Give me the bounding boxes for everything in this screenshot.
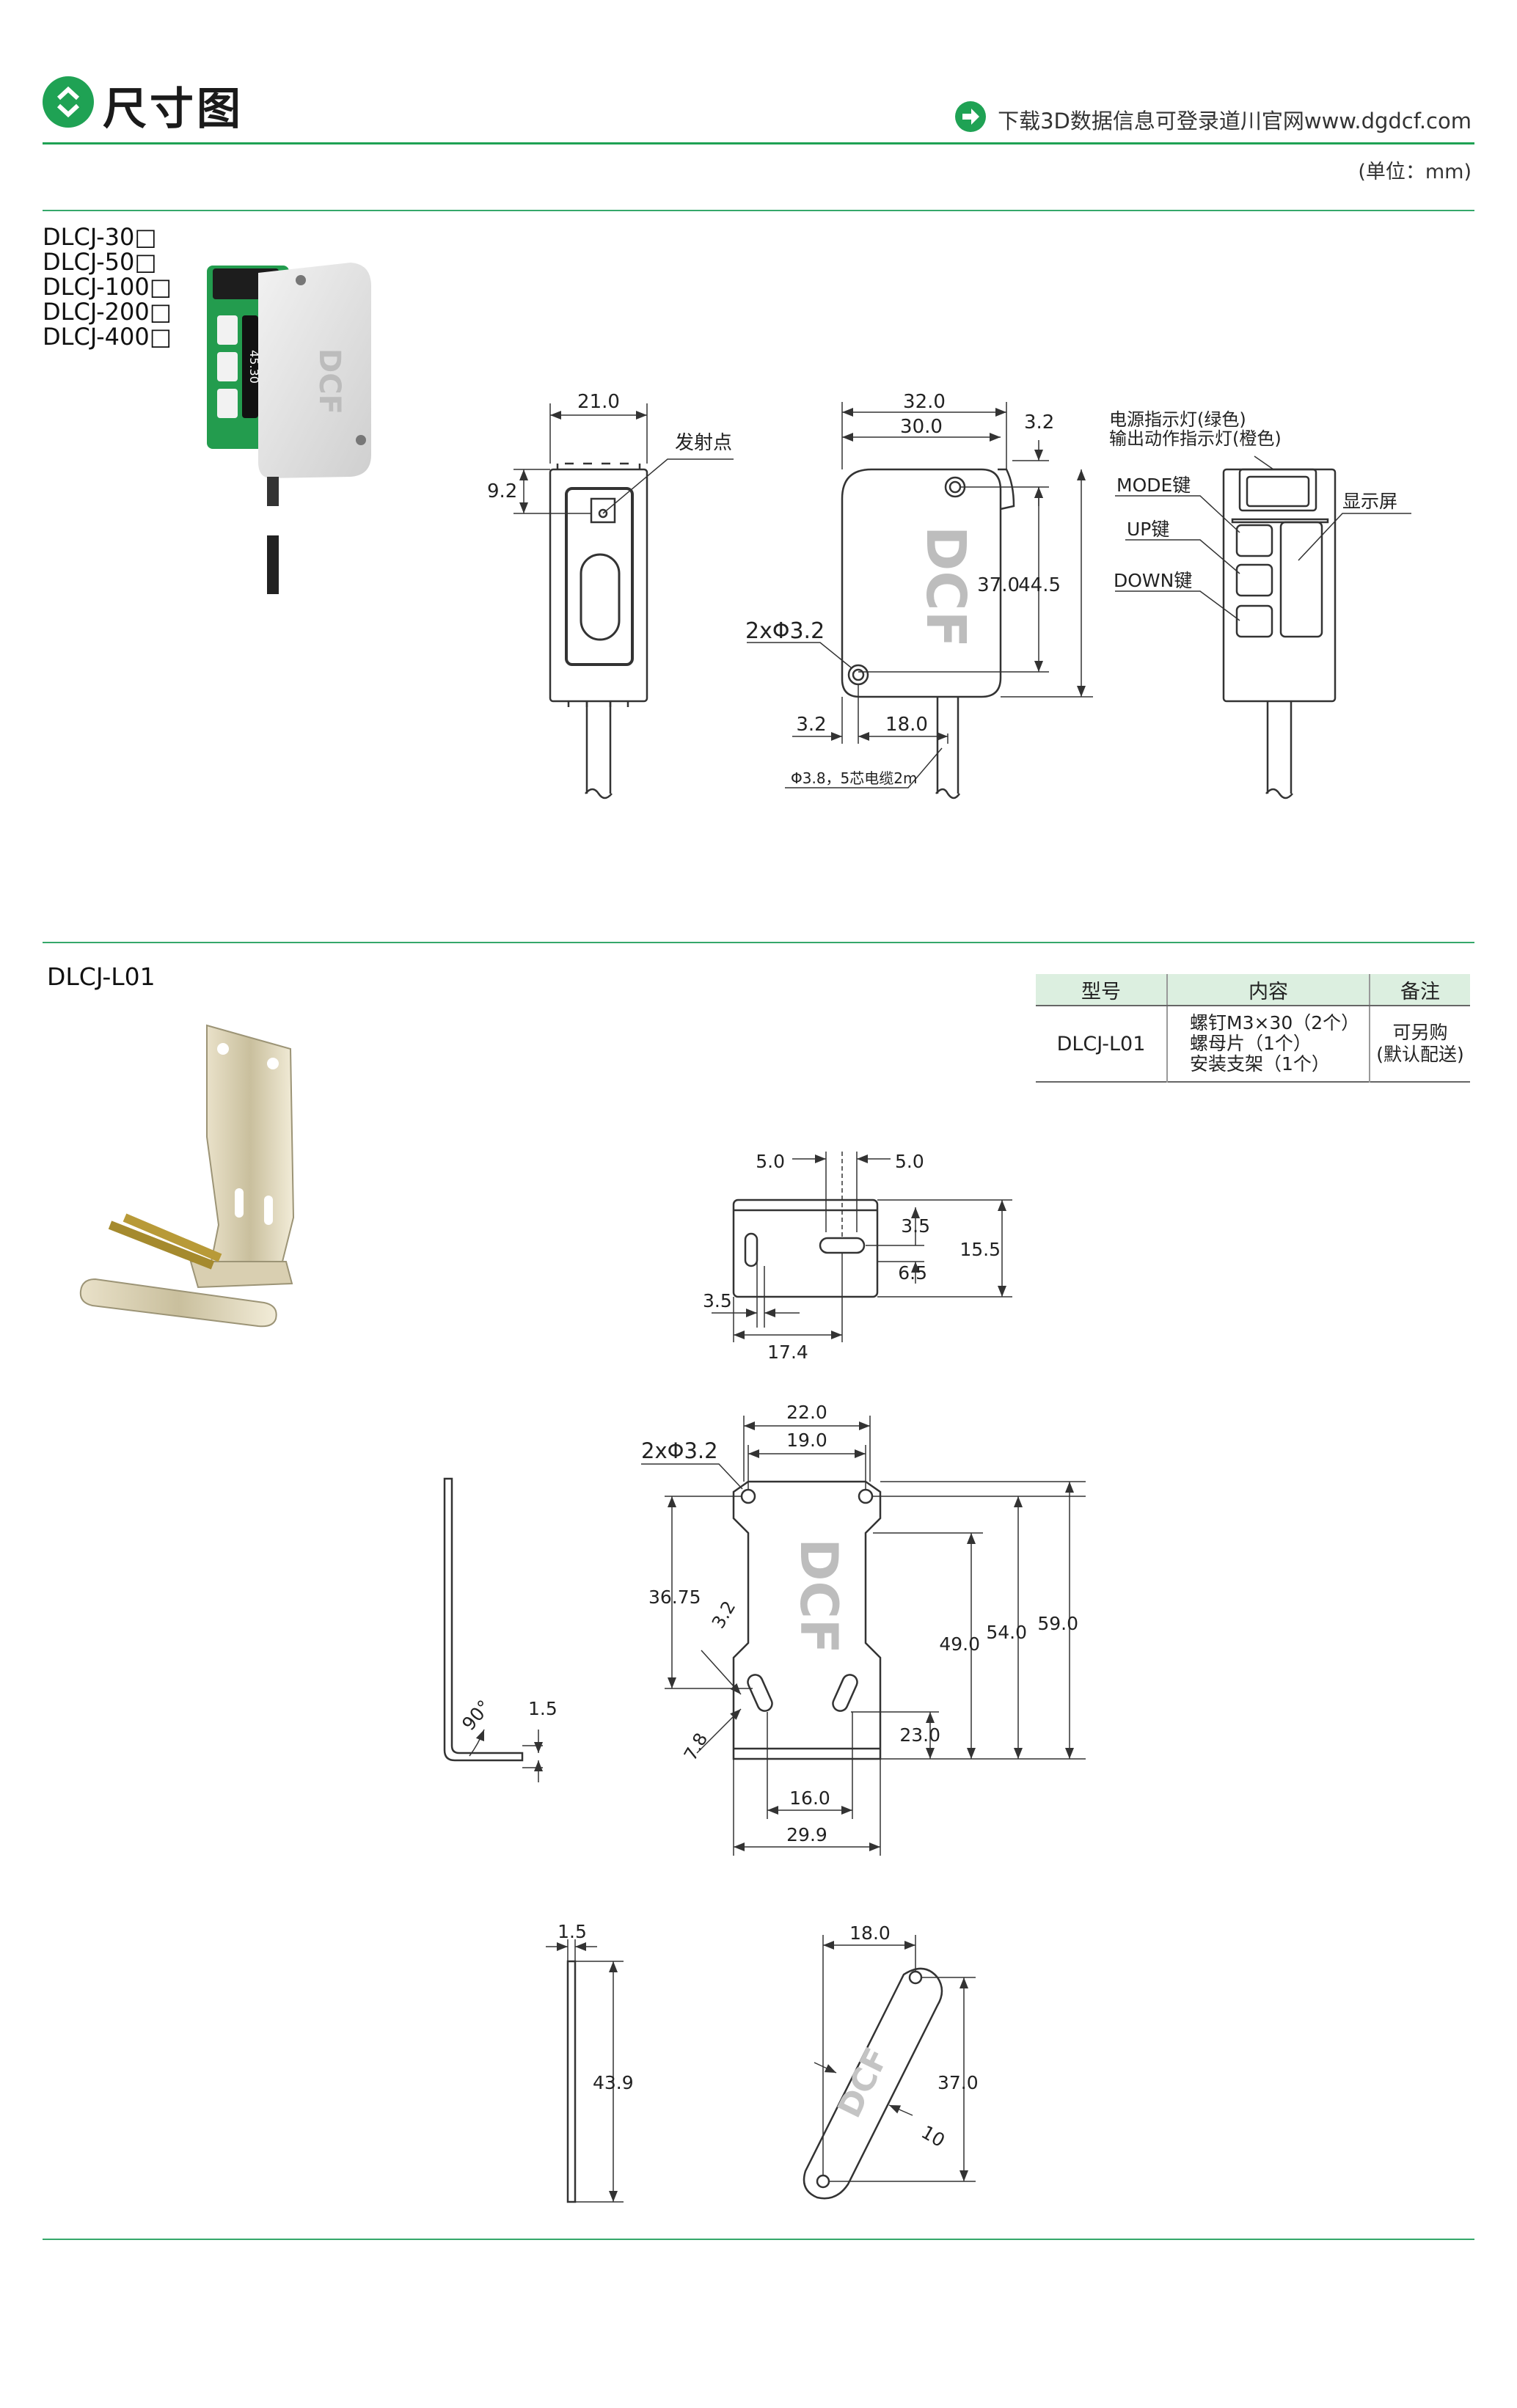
- bracket-w-inner: 19.0: [786, 1430, 827, 1451]
- side-logo: DCF: [914, 526, 977, 648]
- panel-view: [1115, 455, 1411, 799]
- panel-mode-label: MODE键: [1116, 475, 1191, 496]
- content-item: 螺母片（1个）: [1190, 1033, 1312, 1054]
- photo-display-value: 45.30: [247, 350, 261, 384]
- bracket-slot-l: 7.8: [680, 1730, 712, 1764]
- table-cell-contents: 螺钉M3×30（2个） 螺母片（1个） 安装支架（1个）: [1166, 1006, 1370, 1082]
- nut-slot: 10: [918, 2121, 948, 2151]
- side-offset-top: 3.2: [1024, 411, 1054, 433]
- top-dim-d: 15.5: [959, 1239, 1001, 1260]
- side-inner-height: 37.0: [977, 574, 1020, 596]
- header-rule: [43, 142, 1474, 144]
- nut-plate-front: [803, 1935, 976, 2200]
- arrow-right-icon: [955, 101, 987, 132]
- accessory-table: 型号 内容 备注 DLCJ-L01 螺钉M3×30（2个） 螺母片（1个） 安装…: [1036, 974, 1470, 1083]
- bracket-slot-w: 3.2: [708, 1598, 739, 1632]
- page-title: 尺寸图: [103, 84, 244, 135]
- nut-plate-side: [546, 1939, 624, 2203]
- download-link[interactable]: 下载3D数据信息可登录道川官网www.dgdcf.com: [955, 101, 1472, 135]
- bracket-w-total: 29.9: [786, 1824, 827, 1845]
- side-view: [747, 402, 1093, 799]
- section1-rule: [43, 210, 1474, 211]
- top-dim-f: 3.5: [703, 1290, 732, 1311]
- panel-led-label-1: 电源指示灯(绿色): [1109, 409, 1246, 430]
- sensor-photo: 45.30 DCF: [207, 263, 371, 594]
- bracket-drawings: 5.0 5.0 3.5 15.5 6.5 3.5 17.4 90° 1.5: [79, 1024, 1086, 2203]
- table-row: DLCJ-L01 螺钉M3×30（2个） 螺母片（1个） 安装支架（1个） 可另…: [1036, 1006, 1470, 1082]
- remark-line: 可另购: [1392, 1022, 1448, 1043]
- front-width: 21.0: [577, 391, 620, 413]
- panel-display-label: 显示屏: [1342, 491, 1397, 512]
- front-emit-offset: 9.2: [487, 480, 517, 502]
- bracket-logo: DCF: [789, 1538, 849, 1653]
- table-header: 内容: [1166, 974, 1370, 1006]
- side-l-angle: 90°: [458, 1696, 495, 1735]
- model-list: DLCJ-30□ DLCJ-50□ DLCJ-100□ DLCJ-200□ DL…: [43, 224, 172, 349]
- footer-rule: [43, 2239, 1474, 2240]
- content-item: 安装支架（1个）: [1190, 1053, 1330, 1075]
- bracket-w-bottom: 16.0: [789, 1787, 830, 1809]
- model-item: DLCJ-30□: [43, 223, 157, 251]
- bracket-w-outer: 22.0: [786, 1402, 827, 1423]
- sensor-drawings: 45.30 DCF 21.0 9.2 发射点: [207, 263, 1411, 799]
- table-header: 型号: [1036, 974, 1167, 1006]
- nut-logo: DCF: [830, 2042, 896, 2123]
- header-logo-icon: [43, 76, 94, 128]
- side-total-width: 32.0: [903, 391, 946, 413]
- bracket-top-view: [712, 1152, 1012, 1342]
- top-dim-c: 3.5: [901, 1215, 930, 1237]
- bracket-photo: [79, 1024, 295, 1328]
- bracket-h1: 36.75: [648, 1587, 701, 1608]
- download-text: 下载3D数据信息可登录道川官网www.dgdcf.com: [998, 109, 1472, 133]
- content-item: 螺钉M3×30（2个）: [1190, 1012, 1360, 1033]
- panel-down-label: DOWN键: [1114, 570, 1192, 591]
- remark-line: (默认配送): [1376, 1044, 1464, 1065]
- bracket-h4: 59.0: [1037, 1613, 1078, 1634]
- panel-up-label: UP键: [1127, 519, 1169, 540]
- model-item: DLCJ-400□: [43, 323, 172, 351]
- side-cable-note: Φ3.8，5芯电缆2m: [791, 769, 917, 787]
- table-cell-remark: 可另购 (默认配送): [1369, 1006, 1470, 1082]
- model-item: DLCJ-50□: [43, 248, 157, 276]
- unit-label: (单位：mm): [1358, 161, 1472, 183]
- model-item: DLCJ-100□: [43, 273, 172, 301]
- bracket-h3: 54.0: [986, 1622, 1027, 1643]
- table-header: 备注: [1369, 974, 1470, 1006]
- nut-thick: 1.5: [558, 1921, 587, 1942]
- top-dim-a: 5.0: [756, 1151, 785, 1172]
- bracket-h2: 49.0: [939, 1633, 980, 1655]
- nut-w: 18.0: [849, 1922, 891, 1944]
- photo-logo: DCF: [312, 348, 346, 414]
- panel-led-label-2: 输出动作指示灯(橙色): [1109, 428, 1282, 449]
- bracket-h5: 23.0: [899, 1724, 940, 1746]
- bracket-side-view: [443, 1477, 543, 1782]
- side-cable-pos: 18.0: [885, 714, 928, 736]
- front-emit-label: 发射点: [675, 432, 732, 454]
- side-holes: 2xΦ3.2: [745, 618, 825, 644]
- nut-h: 37.0: [937, 2072, 979, 2093]
- nut-height: 43.9: [593, 2072, 634, 2093]
- model-item: DLCJ-200□: [43, 298, 172, 326]
- side-hole-width: 30.0: [900, 416, 943, 438]
- side-l-thick: 1.5: [528, 1698, 558, 1719]
- top-dim-g: 17.4: [767, 1342, 808, 1363]
- side-left-offset: 3.2: [796, 714, 826, 736]
- table-cell-model: DLCJ-L01: [1056, 1032, 1146, 1055]
- side-total-height: 44.5: [1018, 574, 1061, 596]
- front-view: [513, 403, 734, 799]
- bracket-holes: 2xΦ3.2: [641, 1438, 718, 1463]
- section2-rule: [43, 942, 1474, 943]
- section2-model: DLCJ-L01: [47, 962, 156, 991]
- top-dim-b: 5.0: [895, 1151, 924, 1172]
- bracket-front-view: [641, 1416, 1086, 1856]
- top-dim-e: 6.5: [898, 1262, 927, 1284]
